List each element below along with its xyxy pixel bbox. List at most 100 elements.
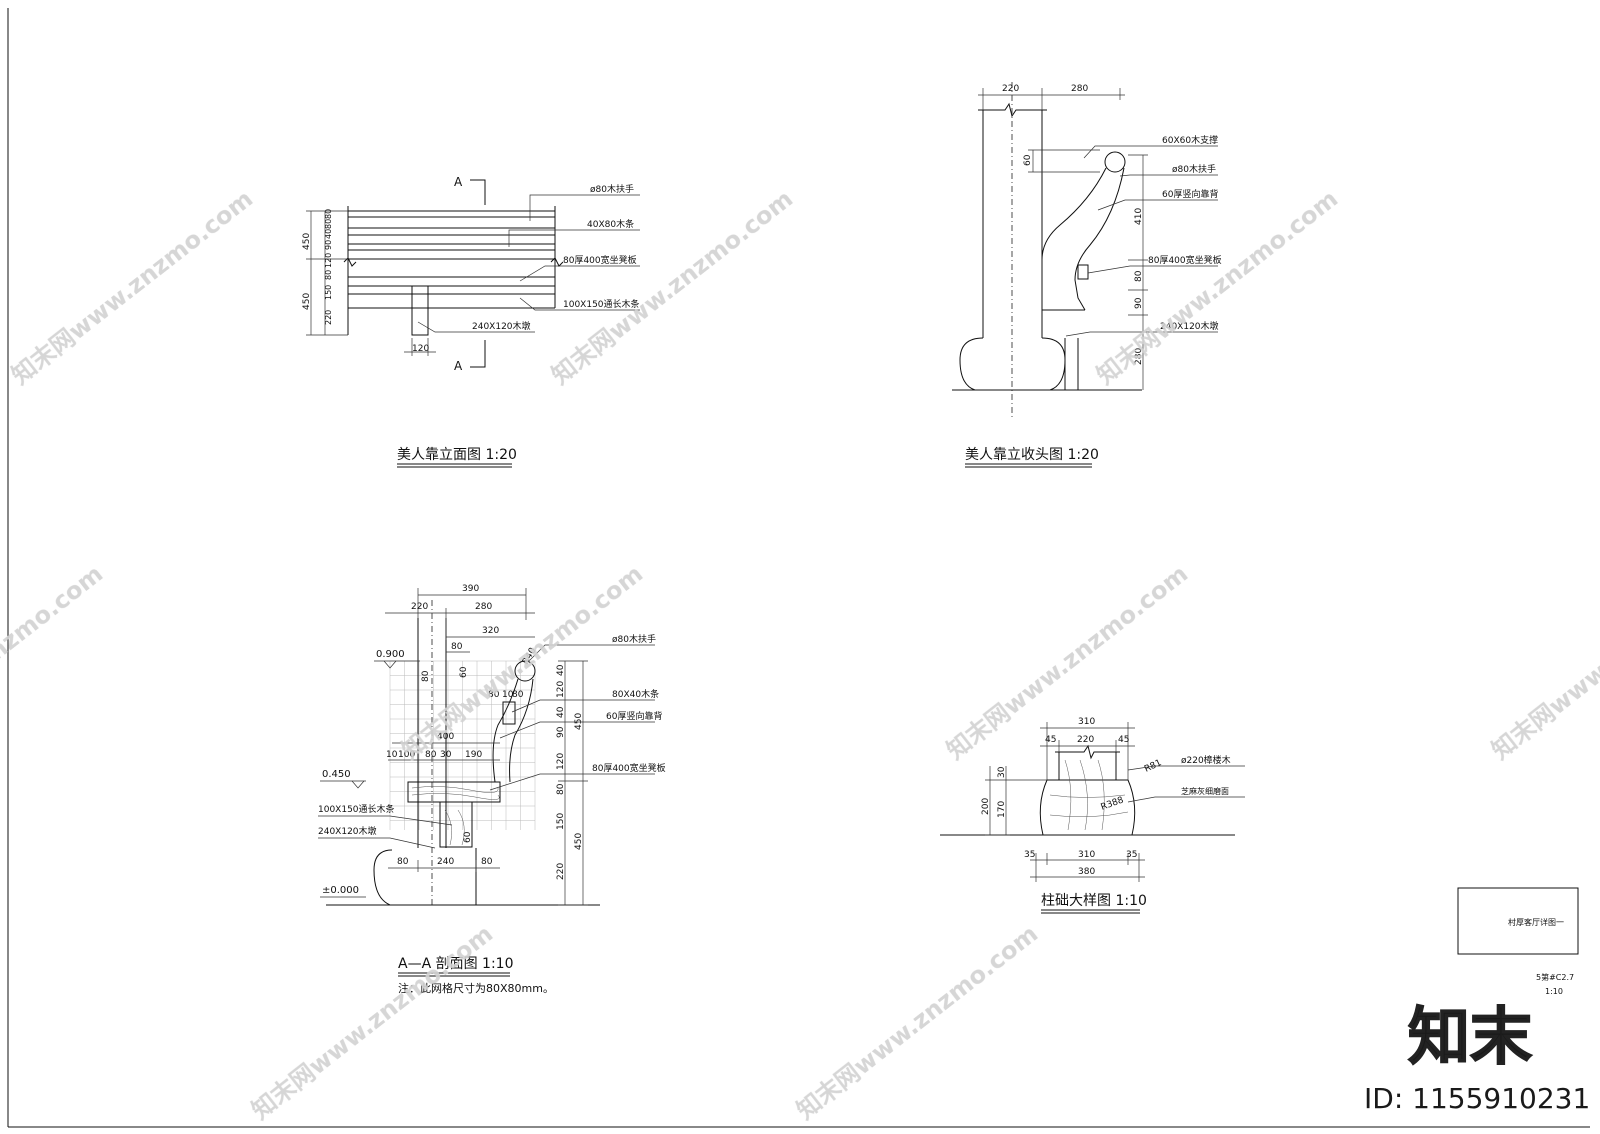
section-mark-top: A	[454, 175, 463, 189]
section-drawing: 0.900 0.450 ±0.000 390 220 280 320 80 R4…	[318, 584, 666, 995]
watermark-1: 知末网www.znzmo.com	[6, 185, 258, 390]
elev-dim-80b: 80	[324, 219, 333, 229]
base-dim-35-left: 35	[1024, 850, 1035, 860]
seat-hatch	[411, 786, 500, 800]
base-label-finish: 芝麻灰细磨面	[1181, 786, 1229, 796]
elev-dim-90: 90	[324, 240, 333, 250]
sec-dim-80-mid: 80	[425, 750, 437, 760]
sec-label-slat: 80X40木条	[612, 688, 659, 700]
watermark-4: 知末网www.znzmo.com	[0, 560, 108, 765]
watermark-2: 知末网www.znzmo.com	[546, 185, 798, 390]
elev-label-seat: 80厚400宽坐凳板	[563, 254, 637, 266]
title-block-drawing-name: 村厚客厅详图一	[1508, 917, 1564, 927]
watermark-9: 知末网www.znzmo.com	[791, 920, 1043, 1125]
brand-logo: 知末	[1408, 1000, 1532, 1073]
column-base-title: 柱础大样图 1:10	[1041, 893, 1147, 909]
level-0450: 0.450	[322, 769, 351, 780]
elevation-title: 美人靠立面图 1:20	[397, 447, 517, 463]
sec-dim-r40a: 40	[556, 664, 566, 676]
sec-dim-10-inner: 10	[502, 690, 514, 700]
end-label-pier: 240X120木墩	[1160, 320, 1219, 332]
sec-dim-60-beam: 60	[463, 831, 473, 843]
sec-label-seat: 80厚400宽坐凳板	[592, 762, 666, 774]
base-dim-45-left: 45	[1045, 735, 1056, 745]
end-label-handrail: ø80木扶手	[1172, 163, 1216, 175]
elev-label-slat: 40X80木条	[587, 218, 634, 230]
end-dim-410: 410	[1134, 208, 1144, 225]
watermark-5: 知末网www.znzmo.com	[396, 560, 648, 765]
base-label-column: ø220樟楼木	[1181, 754, 1231, 766]
elev-label-handrail: ø80木扶手	[590, 183, 634, 195]
sec-dim-80-inner: 80	[488, 690, 500, 700]
elev-label-beam: 100X150通长木条	[563, 298, 640, 310]
sec-dim-10: 10	[386, 750, 398, 760]
column-base-drawing: 310 45 220 45 200 30 170 35 310 35 380 R…	[940, 717, 1245, 914]
base-dim-35-right: 35	[1126, 850, 1137, 860]
sec-dim-r120b: 120	[556, 753, 566, 770]
sec-dim-190: 190	[465, 750, 482, 760]
sec-dim-60-v: 60	[459, 666, 469, 678]
elev-dim-80a: 80	[324, 209, 333, 219]
sec-dim-220: 220	[411, 602, 428, 612]
title-block: 村厚客厅详图一 5第#C2.7 1:10	[1457, 887, 1579, 996]
base-radius-r388: R388	[1100, 795, 1126, 813]
elev-dim-120-bottom: 120	[412, 344, 429, 354]
sec-label-handrail: ø80木扶手	[612, 633, 656, 645]
section-mark-bottom: A	[454, 359, 463, 373]
section-note: 注：此网格尺寸为80X80mm。	[398, 981, 554, 995]
sec-dim-r90: 90	[556, 726, 566, 738]
end-dim-220: 220	[1002, 84, 1019, 94]
watermark-8: 知末网www.znzmo.com	[246, 920, 498, 1125]
sec-dim-100: 100	[398, 750, 415, 760]
elev-dim-220: 220	[324, 310, 333, 325]
sec-dim-r40b: 40	[556, 706, 566, 718]
sec-dim-400: 400	[437, 732, 454, 742]
sec-label-backrest: 60厚竖向靠背	[606, 710, 662, 722]
base-dim-380: 380	[1078, 867, 1095, 877]
brand-id: ID: 1155910231	[1364, 1082, 1590, 1115]
base-dim-30: 30	[997, 766, 1007, 778]
end-label-brace: 60X60木支撑	[1162, 134, 1218, 146]
elev-dim-450-bottom: 450	[302, 293, 312, 310]
sec-dim-80-inner2: 80	[512, 690, 524, 700]
watermark-6: 知末网www.znzmo.com	[941, 560, 1193, 765]
title-block-scale: 1:10	[1545, 987, 1563, 996]
section-title: A—A 剖面图 1:10	[398, 956, 514, 972]
elev-dim-40: 40	[324, 229, 333, 239]
watermark-7: 知末网www.znzmo.com	[1486, 560, 1600, 765]
sec-dim-80-top: 80	[451, 642, 463, 652]
sec-dim-30: 30	[440, 750, 452, 760]
elev-label-pier: 240X120木墩	[472, 320, 531, 332]
end-elevation-title: 美人靠立收头图 1:20	[965, 447, 1099, 463]
sec-dim-r80: 80	[556, 783, 566, 795]
end-dim-90: 90	[1134, 297, 1144, 309]
elevation-drawing: A A 450 450 80 80 40 90 120 80 150 220 1…	[302, 175, 640, 468]
end-dim-60: 60	[1023, 154, 1033, 166]
sec-dim-80-left: 80	[397, 857, 409, 867]
sec-label-beam: 100X150通长木条	[318, 803, 395, 815]
sec-dim-80-right: 80	[481, 857, 493, 867]
base-wood-grain	[1049, 759, 1129, 831]
base-dim-45-right: 45	[1118, 735, 1129, 745]
end-label-seat: 80厚400宽坐凳板	[1148, 254, 1222, 266]
end-label-backrest: 60厚竖向靠背	[1162, 188, 1218, 200]
base-dim-310-top: 310	[1078, 717, 1095, 727]
level-0000: ±0.000	[322, 885, 359, 896]
sec-dim-r150: 150	[556, 813, 566, 830]
sec-dim-450-bottom: 450	[574, 833, 584, 850]
title-block-sheet-no: 5第#C2.7	[1536, 972, 1574, 982]
sec-dim-240: 240	[437, 857, 454, 867]
elev-dim-450-top: 450	[302, 233, 312, 250]
sec-dim-390: 390	[462, 584, 479, 594]
base-dim-200: 200	[981, 798, 991, 815]
base-dim-220: 220	[1077, 735, 1094, 745]
end-dim-280-right: 280	[1134, 348, 1144, 365]
sec-dim-450-top: 450	[574, 713, 584, 730]
sec-label-pier: 240X120木墩	[318, 825, 377, 837]
elev-dim-80c: 80	[324, 270, 333, 280]
base-dim-170: 170	[997, 801, 1007, 818]
sec-dim-320: 320	[482, 626, 499, 636]
sec-dim-r220: 220	[556, 863, 566, 880]
watermark-3: 知末网www.znzmo.com	[1091, 185, 1343, 390]
